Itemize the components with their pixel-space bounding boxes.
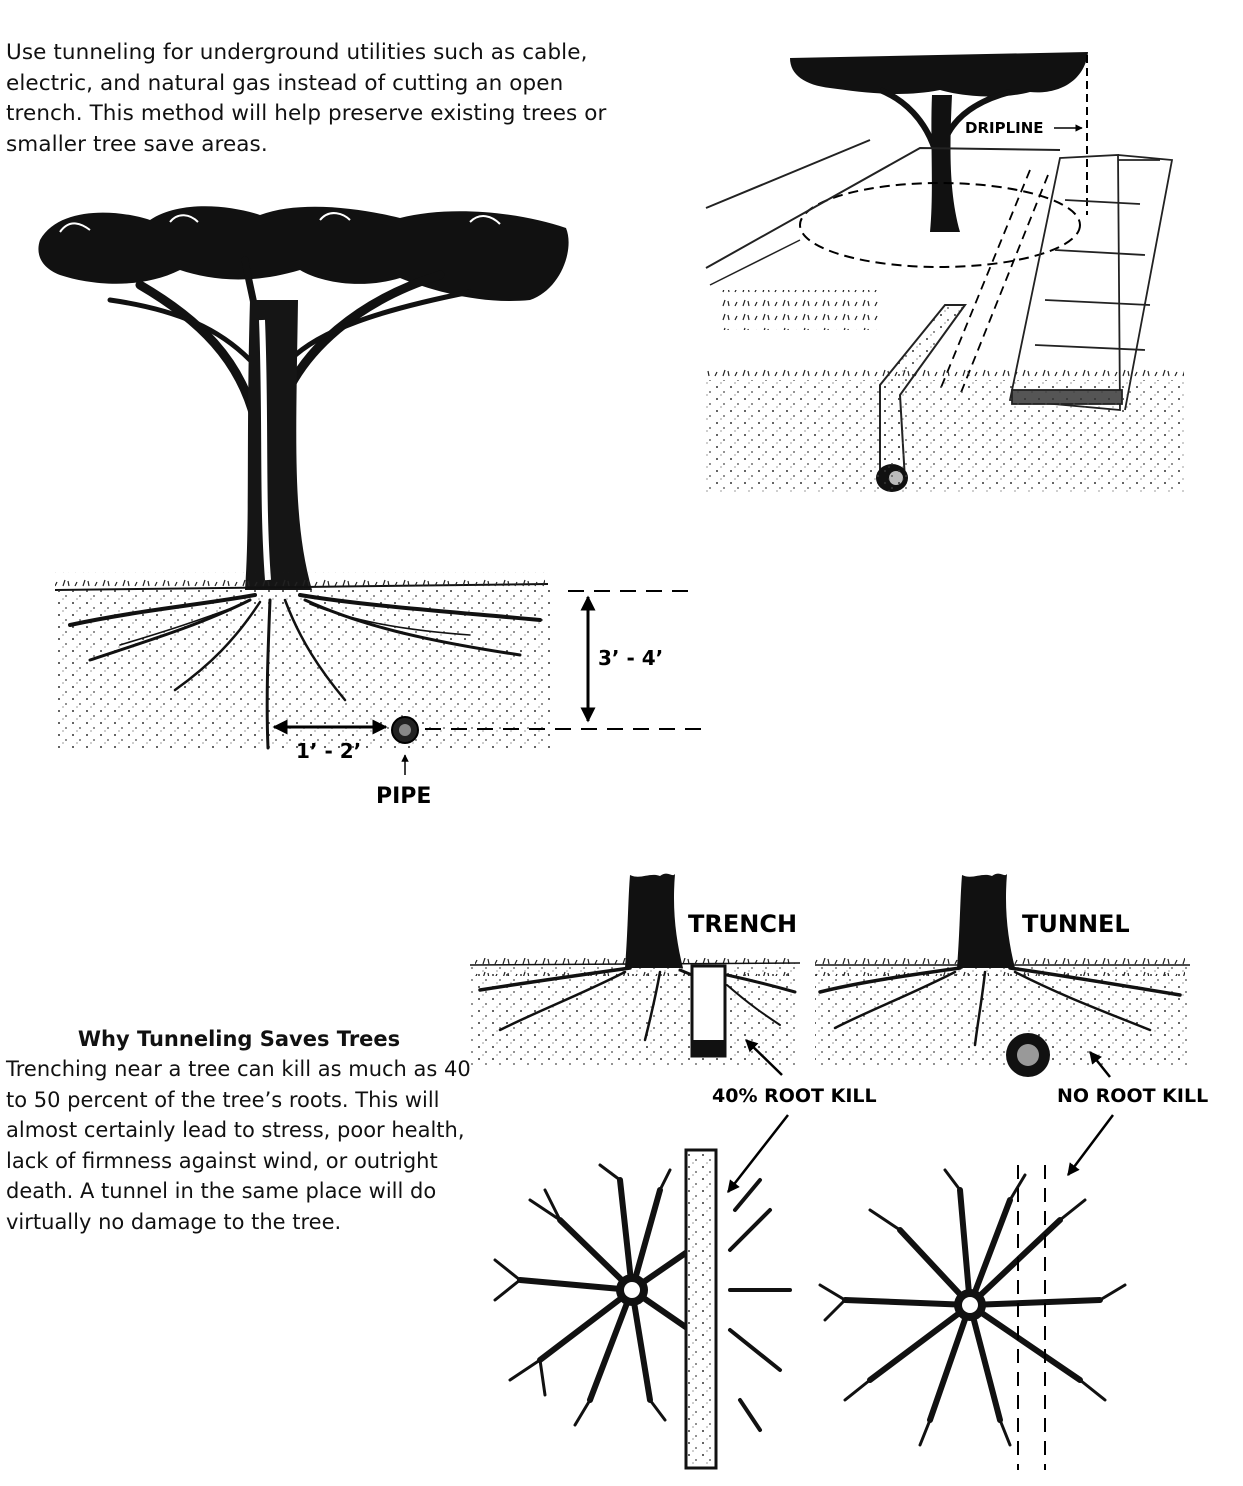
tunnel-dashed-path xyxy=(1017,1165,1046,1470)
tree-trunk xyxy=(245,300,312,590)
perspective-illustration: DRIPLINE xyxy=(705,52,1184,492)
tunnel-root-kill-label: NO ROOT KILL xyxy=(1057,1085,1208,1107)
pipe-label: PIPE xyxy=(376,784,431,809)
trench-plan-view xyxy=(493,1114,792,1470)
side-view-illustration: 3’ - 4’ 1’ - 2’ PIPE xyxy=(38,206,706,809)
tree-canopy xyxy=(38,206,569,301)
tunnel-plan-view xyxy=(818,1114,1127,1470)
why-tunneling-heading: Why Tunneling Saves Trees xyxy=(77,1027,401,1051)
dripline-circle xyxy=(799,182,1081,268)
tunnel-label: TUNNEL xyxy=(1022,910,1130,938)
depth-label: 3’ - 4’ xyxy=(598,646,663,670)
perspective-trunk xyxy=(930,95,960,232)
perspective-canopy xyxy=(790,52,1088,97)
intro-paragraph: Use tunneling for underground utilities … xyxy=(6,40,607,157)
why-tunneling-section: Why Tunneling Saves Trees Trenching near… xyxy=(6,1024,476,1237)
trench-label: TRENCH xyxy=(688,910,797,938)
tunnel-cross-section: TUNNEL NO ROOT KILL xyxy=(815,873,1208,1107)
trench-root-kill-label: 40% ROOT KILL xyxy=(712,1085,877,1107)
trench-cross-section: TRENCH 40% ROOT KILL xyxy=(469,873,877,1107)
offset-label: 1’ - 2’ xyxy=(296,739,361,763)
why-tunneling-body: Trenching near a tree can kill as much a… xyxy=(6,1057,471,1234)
dripline-label: DRIPLINE xyxy=(965,119,1044,137)
tree-roots xyxy=(68,593,542,750)
